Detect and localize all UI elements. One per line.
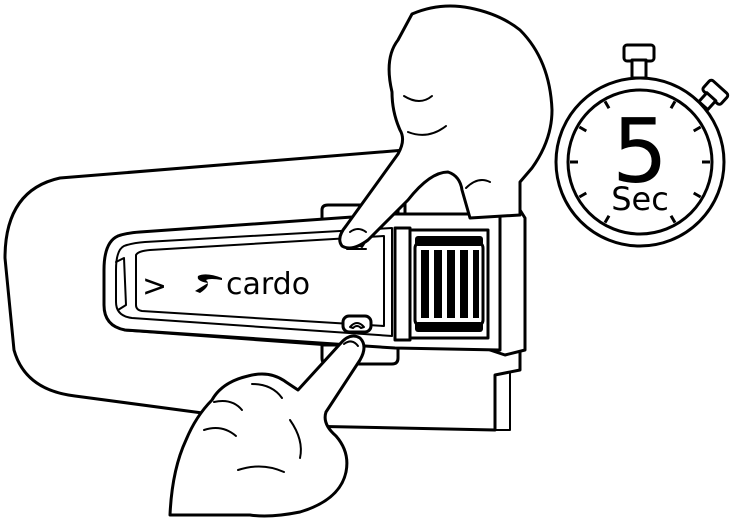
wheel-ridge xyxy=(434,250,442,318)
brand-label: cardo xyxy=(226,267,310,302)
stopwatch-tick xyxy=(692,125,702,133)
upper-hand xyxy=(338,4,554,250)
wheel-ridge xyxy=(447,250,455,318)
finger-crease xyxy=(203,427,237,437)
wheel-bottom xyxy=(415,322,483,332)
lower-phone-button[interactable] xyxy=(341,314,373,334)
nail-line xyxy=(349,228,367,233)
stopwatch-tick xyxy=(669,214,677,224)
finger-crease xyxy=(465,179,491,189)
knuckle-line xyxy=(403,95,433,102)
finger-crease xyxy=(251,383,283,399)
thumb-line xyxy=(289,419,302,459)
stopwatch-tick xyxy=(603,214,611,224)
stopwatch-tick xyxy=(578,125,588,133)
stopwatch-face xyxy=(566,88,714,236)
wheel-ridge xyxy=(421,250,429,318)
dial-housing xyxy=(393,226,412,342)
phone-icon xyxy=(349,322,365,329)
timer-value: 5 xyxy=(612,100,668,203)
end-cap xyxy=(115,257,127,311)
stopwatch-stem xyxy=(630,58,648,80)
lower-hand-outline xyxy=(168,334,366,518)
stopwatch-tick xyxy=(669,100,677,110)
nail-line xyxy=(343,340,359,347)
finger-crease xyxy=(237,465,285,473)
cardo-logo-icon xyxy=(195,274,222,293)
timer-unit: Sec xyxy=(611,180,669,218)
stopwatch-ticks xyxy=(570,100,710,224)
stopwatch-tick xyxy=(578,191,588,199)
device-face xyxy=(115,227,393,337)
device-arrow: > xyxy=(142,269,167,304)
dial-wheel[interactable] xyxy=(413,236,485,332)
stopwatch-tick xyxy=(603,100,611,110)
stopwatch-icon: 5 Sec xyxy=(554,43,730,248)
wheel-top xyxy=(415,236,483,246)
bracket-side xyxy=(494,371,511,431)
finger-crease xyxy=(213,400,243,411)
stopwatch-tick xyxy=(692,191,702,199)
lower-hand xyxy=(168,334,366,518)
device-face-inner xyxy=(135,235,385,327)
wheel-ridge xyxy=(473,250,479,318)
knuckle-line xyxy=(407,125,447,136)
wheel-ridge xyxy=(460,250,468,318)
